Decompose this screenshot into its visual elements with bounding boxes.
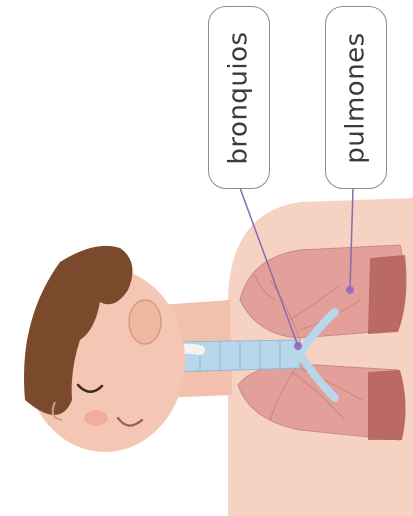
label-bronquios-text: bronquios xyxy=(224,31,254,164)
lung-upper-lobe xyxy=(368,255,406,334)
cheek xyxy=(84,410,108,426)
label-pulmones-text: pulmones xyxy=(341,32,371,163)
label-pulmones: pulmones xyxy=(325,6,387,189)
lung-lower-lobe xyxy=(368,370,406,440)
ear xyxy=(129,300,161,344)
label-bronquios: bronquios xyxy=(208,6,270,189)
